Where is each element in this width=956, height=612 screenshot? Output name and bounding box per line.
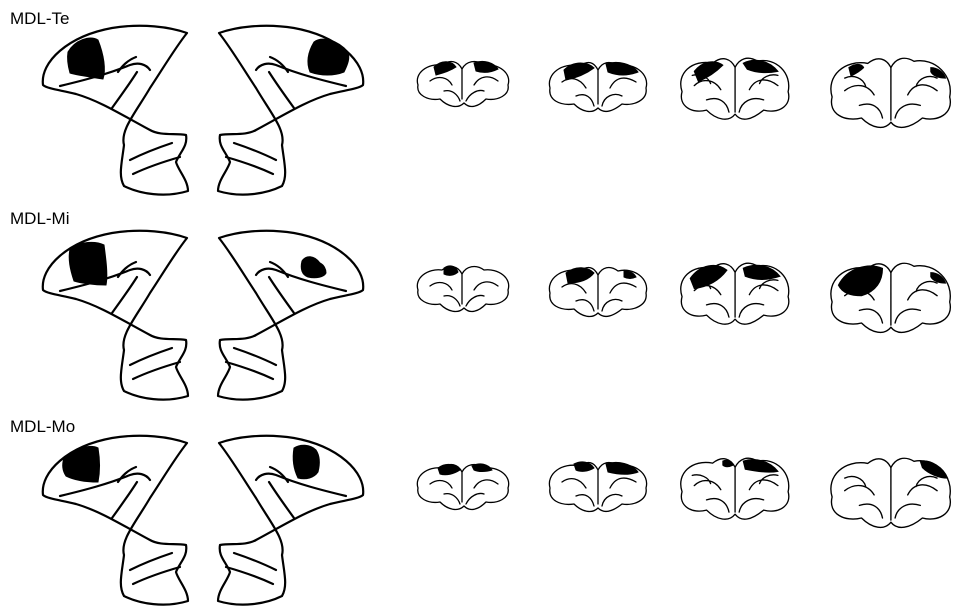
coronal-section-4 <box>831 58 950 127</box>
coronal-section-2 <box>549 268 646 317</box>
coronal-section-4 <box>831 458 950 527</box>
row-mdl-mi <box>0 205 956 405</box>
coronal-section-3 <box>681 458 789 519</box>
right-hemisphere-lateral-view <box>218 436 363 605</box>
lesion-left-lateral <box>63 446 100 482</box>
coronal-section-2 <box>549 62 646 111</box>
row-mdl-te <box>0 0 956 200</box>
left-hemisphere-lateral-view <box>43 436 188 605</box>
coronal-section-3 <box>681 263 789 324</box>
coronal-section-2 <box>549 462 646 512</box>
lesion-right-lateral <box>293 445 319 479</box>
left-hemisphere-lateral-view <box>43 231 188 400</box>
right-hemisphere-lateral-view <box>218 231 363 400</box>
left-hemisphere-lateral-view <box>43 26 188 195</box>
right-hemisphere-lateral-view <box>218 26 363 195</box>
lesion-left-lateral <box>69 242 107 285</box>
row-mdl-mo <box>0 410 956 610</box>
lesion-right-lateral <box>308 39 349 75</box>
coronal-section-4 <box>831 263 950 332</box>
coronal-section-1 <box>417 61 508 106</box>
coronal-section-1 <box>417 266 508 312</box>
coronal-section-1 <box>417 464 508 510</box>
coronal-section-3 <box>681 58 789 119</box>
